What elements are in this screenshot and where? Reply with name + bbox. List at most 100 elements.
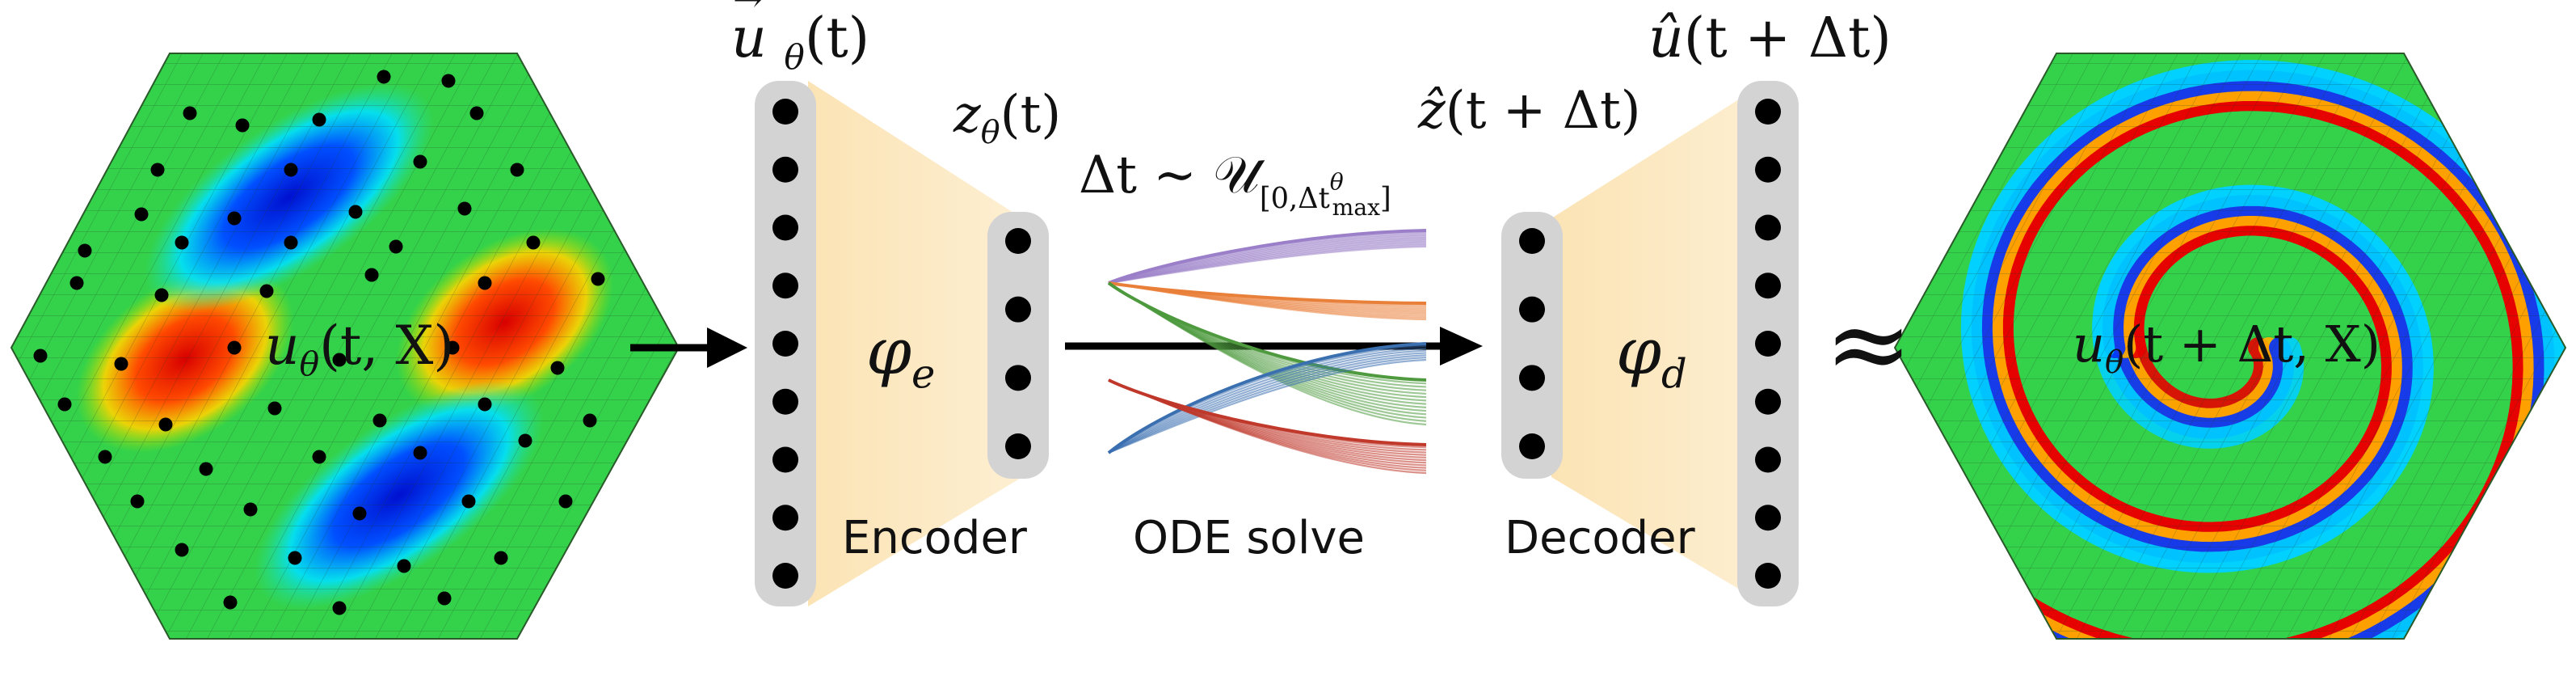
neuron-node: [1755, 446, 1781, 473]
field-in-sub: θ: [299, 344, 320, 384]
z-hat-base: ẑ: [1418, 81, 1446, 141]
sensor-point: [413, 446, 427, 460]
phi-d-base: φ: [1616, 314, 1662, 389]
sensor-point: [312, 450, 326, 464]
sensor-point: [227, 211, 242, 226]
neuron-node: [1519, 296, 1545, 323]
phi-d-sub: d: [1661, 350, 1687, 398]
encoder-function-label: φe: [866, 319, 935, 395]
field-in-arg: (t, X): [319, 315, 455, 377]
predicted-output-label: û(t + Δt): [1648, 11, 1892, 66]
sensor-point: [469, 106, 484, 120]
neuron-node: [1519, 365, 1545, 391]
trajectory-line: [1108, 378, 1427, 475]
neuron-node: [1755, 563, 1781, 589]
neuron-node: [1755, 156, 1781, 183]
sensor-point: [98, 450, 112, 464]
latent-layer-pill: [987, 212, 1049, 479]
sensor-point: [510, 163, 524, 177]
latent-state-label: zθ(t): [953, 89, 1061, 150]
predicted-latent-label: ẑ(t + Δt): [1418, 85, 1641, 137]
sensor-point: [389, 239, 403, 254]
sensor-point: [199, 462, 213, 476]
neuron-node: [1755, 505, 1781, 531]
neuron-node: [772, 563, 798, 589]
sensor-point: [175, 543, 189, 557]
neuron-node: [1519, 433, 1545, 459]
input-latent-vector-label: → u θ(t): [731, 0, 869, 74]
input-field-hexagon: [10, 53, 680, 640]
trajectory-line: [1108, 352, 1427, 454]
neuron-node: [772, 446, 798, 473]
dt-sub-open: [0,Δt: [1259, 182, 1330, 216]
neuron-node: [1519, 228, 1545, 254]
trajectory-line: [1108, 357, 1427, 454]
decoder-trapezoid: [1551, 81, 1768, 606]
sensor-point: [437, 591, 452, 606]
u-vec-arg: (t): [804, 6, 870, 70]
sensor-point: [591, 272, 605, 286]
sensor-point: [57, 397, 72, 412]
field-out-base: u: [2073, 315, 2105, 374]
sensor-point: [352, 506, 367, 521]
output-field-hexagon: [1893, 53, 2567, 640]
phi-e-sub: e: [911, 350, 936, 398]
sensor-point: [150, 163, 165, 177]
sensor-point: [397, 559, 411, 573]
sensor-point: [461, 494, 476, 509]
input-field-label: uθ(t, X): [265, 319, 454, 381]
decoder-label: Decoder: [1505, 512, 1695, 564]
z-base: z: [953, 85, 981, 145]
right-arrow-icon: [630, 327, 747, 368]
trajectory-line: [1108, 358, 1427, 454]
sensor-point: [267, 401, 282, 416]
sensor-point: [284, 235, 298, 250]
trajectory-line: [1108, 282, 1427, 426]
sensor-point: [154, 288, 169, 302]
field-in-base: u: [265, 315, 300, 377]
sensor-point: [288, 551, 302, 565]
trajectory-line: [1108, 344, 1427, 454]
sensor-point: [114, 357, 128, 371]
dt-sub-sub: max: [1332, 193, 1381, 221]
ode-solve-label: ODE solve: [1133, 512, 1365, 564]
approx-symbol: ≈: [1825, 282, 1913, 405]
sensor-point: [183, 106, 197, 120]
neuron-node: [1755, 331, 1781, 357]
neuron-node: [1005, 228, 1031, 254]
sensor-point: [227, 340, 242, 355]
sensor-point: [583, 413, 597, 428]
sensor-point: [457, 201, 472, 216]
neuron-node: [1755, 99, 1781, 125]
neuron-node: [772, 156, 798, 183]
mesh-grid: [1895, 53, 2565, 639]
output-layer-nodes: [1755, 99, 1781, 589]
hexagon-outline: [1893, 53, 2567, 640]
sensor-point: [550, 361, 565, 375]
neuron-node: [772, 273, 798, 299]
encoder-trapezoid: [808, 81, 1022, 606]
sensor-point: [332, 601, 347, 615]
u-hat-base: û: [1648, 6, 1684, 70]
sensor-point: [223, 595, 238, 610]
latent-out-layer-pill: [1501, 212, 1563, 479]
decoder-function-label: φd: [1616, 319, 1687, 395]
dt-sub-sup: θ: [1329, 168, 1344, 196]
sensor-point: [558, 494, 573, 509]
sensor-point: [130, 494, 145, 509]
sensor-point: [78, 243, 92, 258]
u-hat-arg: (t + Δt): [1683, 6, 1892, 70]
input-layer-nodes: [772, 99, 798, 589]
u-vec-base: u: [731, 6, 767, 70]
neuron-node: [1755, 388, 1781, 415]
sensor-point: [134, 207, 149, 222]
trajectory-line: [1108, 347, 1427, 454]
neuron-node: [1005, 365, 1031, 391]
time-step-distribution-label: Δt ∼ 𝒰[0,Δtθmax]: [1079, 150, 1391, 219]
dt-sub-close: ]: [1380, 182, 1391, 216]
neuron-node: [1755, 273, 1781, 299]
sensor-points: [33, 70, 605, 615]
trajectory-line: [1108, 245, 1427, 285]
